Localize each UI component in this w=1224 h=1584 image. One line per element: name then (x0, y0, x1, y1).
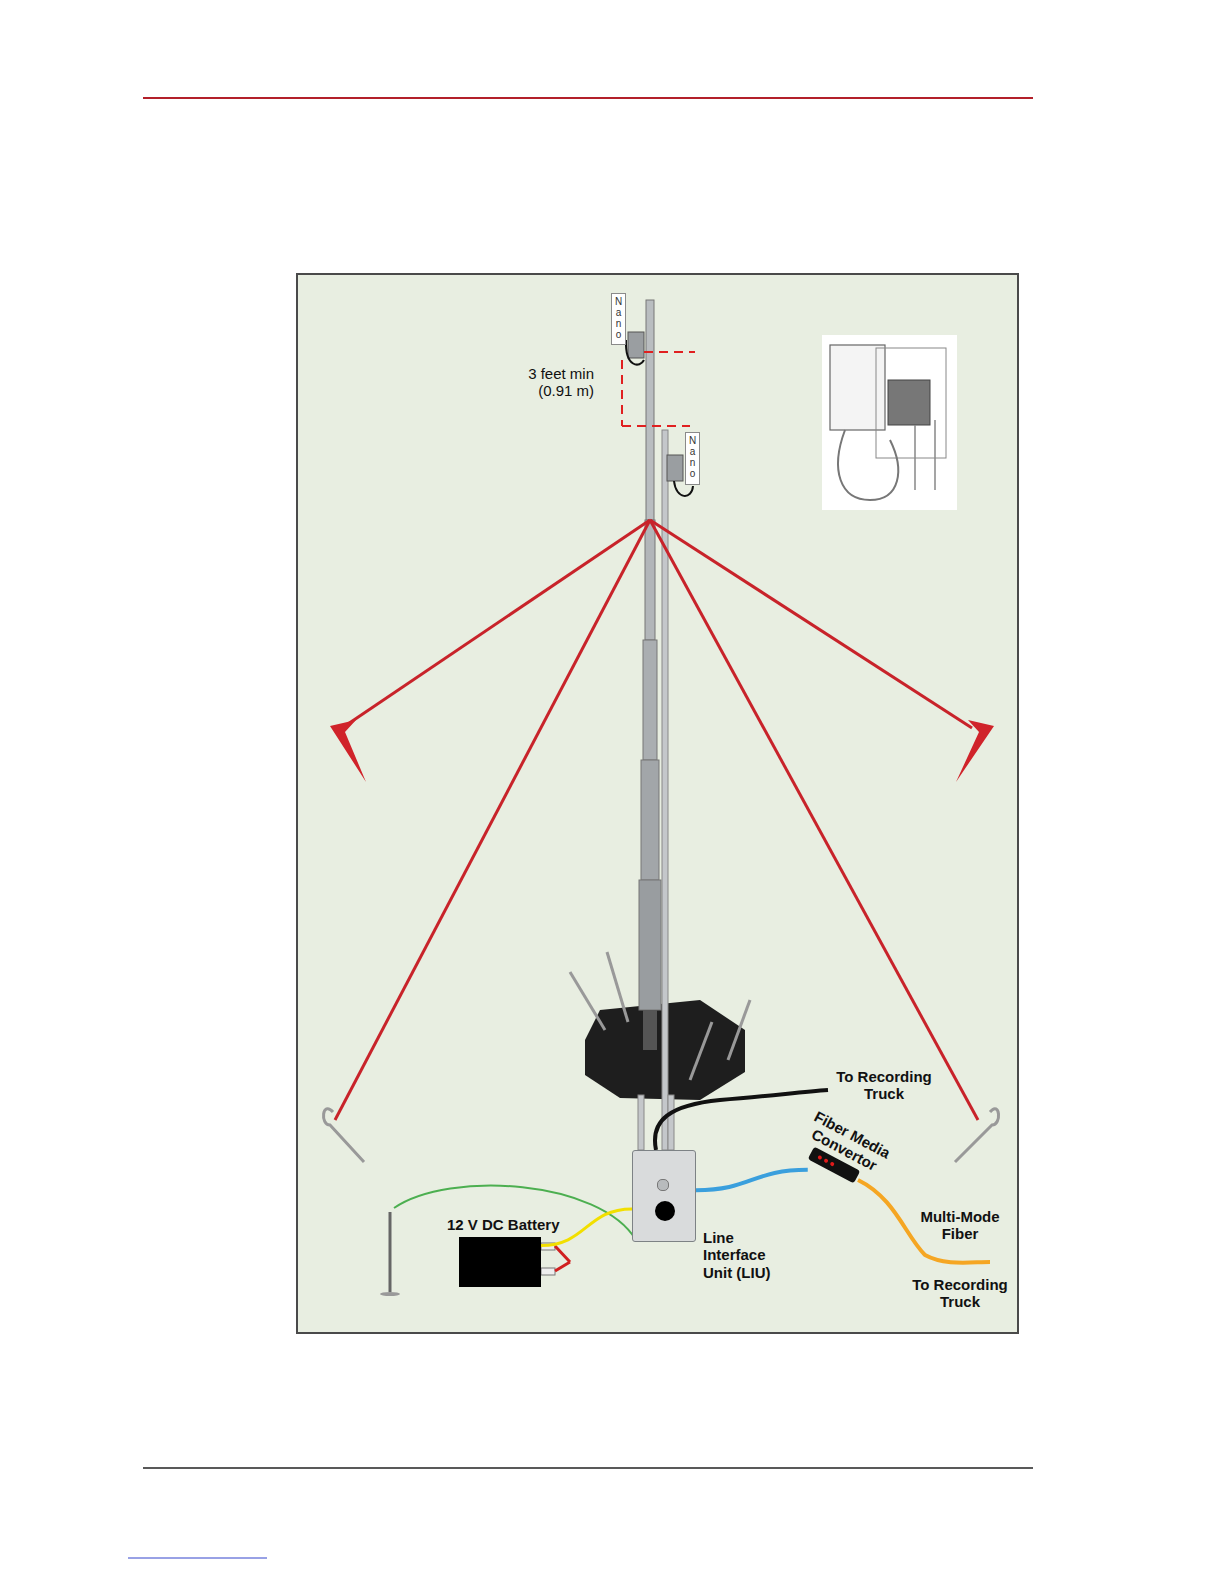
cable-label: Multi-Mode Fiber (912, 1208, 1008, 1243)
sensor-unit: Nano (611, 293, 626, 345)
node-label: Nano (689, 435, 697, 479)
cable (696, 1170, 808, 1190)
status-led (830, 1161, 835, 1166)
sensor-unit: Nano (685, 432, 700, 485)
destination-label: To Recording Truck (912, 1276, 1008, 1311)
node-label: 12 V DC Battery (447, 1216, 560, 1233)
status-led (817, 1155, 822, 1160)
battery: 12 V DC Battery (459, 1237, 541, 1287)
destination-label: To Recording Truck (836, 1068, 932, 1103)
status-led (823, 1158, 828, 1163)
interface-unit: Line Interface Unit (LIU) (632, 1150, 696, 1242)
node-label: Line Interface Unit (LIU) (703, 1229, 775, 1281)
node-label: Nano (615, 296, 623, 340)
dimension-label: 3 feet min (0.91 m) (500, 365, 594, 400)
indicator (657, 1179, 669, 1191)
button (655, 1201, 675, 1221)
